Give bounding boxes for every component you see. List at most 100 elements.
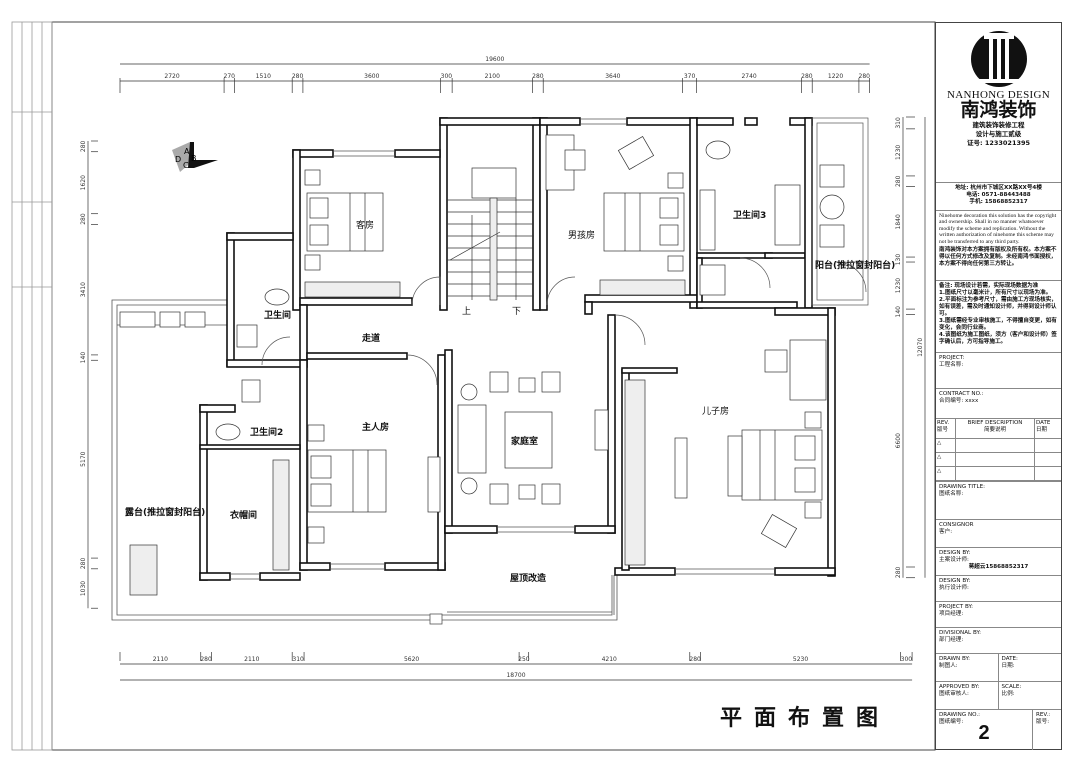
room-label-family: 家庭室 bbox=[511, 435, 538, 447]
address: 地址: 杭州市下城区XX路XX号4楼 bbox=[955, 185, 1042, 191]
dimension-label: 1840 bbox=[895, 214, 902, 229]
room-label-boy: 男孩房 bbox=[568, 229, 595, 241]
dimension-label: 280 bbox=[80, 558, 87, 570]
copyright-section: Ninehome decoration this solution has th… bbox=[936, 211, 1061, 281]
note-line: 1.图纸尺寸以毫米计，所有尺寸以现场为准。 bbox=[939, 290, 1052, 296]
rev-col-header-cn: 日期 bbox=[1036, 427, 1048, 433]
drawing-title-label-cn: 图纸名称: bbox=[939, 491, 964, 497]
dimension-label: 6600 bbox=[895, 433, 902, 448]
rev-col-header: DATE bbox=[1036, 420, 1051, 426]
nanhong-logo bbox=[970, 31, 1027, 87]
dimension-label: 2740 bbox=[741, 73, 756, 80]
room-label-corridor: 走道 bbox=[361, 332, 380, 344]
dimension-total-label: 12070 bbox=[917, 338, 924, 357]
design-by-label-cn: 主案设计师: bbox=[939, 557, 969, 563]
dimension-label: 3600 bbox=[364, 73, 379, 80]
dimension-label: 2110 bbox=[153, 656, 168, 663]
compass-icon: A B C D bbox=[172, 142, 218, 172]
dimension-total-label: 19600 bbox=[485, 56, 504, 63]
bed-son bbox=[624, 339, 827, 566]
drawing-no-label-cn: 图纸编号: bbox=[939, 719, 964, 725]
stair-up-label: 上 bbox=[462, 306, 471, 317]
dimension-total-label: 18700 bbox=[506, 672, 525, 679]
copyright-chinese: 南鸿装饰对本方案拥有版权及所有权。本方案不得以任何方式修改及复制。未经南鸿书面授… bbox=[939, 247, 1057, 268]
dimension-label: 250 bbox=[518, 656, 530, 663]
plan-title: 平面布置图 bbox=[720, 706, 891, 731]
date-label: DATE: bbox=[1001, 656, 1018, 662]
contact-section: 地址: 杭州市下城区XX路XX号4楼 电话: 0571-88443488 手机:… bbox=[936, 183, 1061, 211]
qualification-line: 建筑装饰装修工程 bbox=[972, 121, 1025, 129]
left-signoff-strip bbox=[11, 21, 53, 751]
room-label-closet: 衣帽间 bbox=[230, 509, 257, 521]
drawn-by-label-cn: 制图人: bbox=[939, 663, 958, 669]
room-label-roof: 屋顶改造 bbox=[510, 572, 547, 584]
cert-number: 证号: 1233021395 bbox=[966, 139, 1031, 147]
dimension-label: 280 bbox=[895, 175, 902, 187]
dimension-label: 1510 bbox=[256, 73, 271, 80]
rev-triangle-icon: △ bbox=[936, 453, 956, 467]
drawing-no-section: DRAWING NO.:图纸编号:2 REV.:版号: bbox=[936, 710, 1061, 750]
rev-triangle-icon: △ bbox=[936, 467, 956, 481]
balcony-furniture bbox=[819, 164, 845, 248]
divisional-label-cn: 部门经理: bbox=[939, 637, 964, 643]
bed-boy bbox=[545, 134, 686, 296]
rev-col-header-cn: 简要说明 bbox=[983, 427, 1006, 433]
note-line: 2.平面标注为参考尺寸，需由施工方现场核实，如有误差，需及时通知设计师，并得到设… bbox=[939, 297, 1057, 317]
dimension-label: 270 bbox=[224, 73, 236, 80]
windows bbox=[230, 117, 869, 580]
family-room-furniture bbox=[457, 371, 609, 505]
design-by2-label: DESIGN BY: bbox=[939, 578, 971, 584]
consignor-section: CONSIGNOR 客户: bbox=[936, 520, 1061, 548]
drawn-by-label: DRAWN BY: bbox=[939, 656, 971, 662]
dimension-label: 140 bbox=[895, 306, 902, 318]
walls bbox=[199, 117, 836, 581]
note-line: 3.图纸需经专业审核施工，不得擅自变更，如有变化，会同行业商。 bbox=[939, 318, 1057, 331]
dimension-label: 5620 bbox=[404, 656, 419, 663]
note-line: 4.该图纸为施工图纸，须方（客户和设计师）签字确认后，方可指导施工。 bbox=[939, 332, 1057, 345]
room-label-bath2: 卫生间2 bbox=[250, 426, 283, 438]
dimension-label: 310 bbox=[292, 656, 304, 663]
dimension-label: 1220 bbox=[828, 73, 843, 80]
consignor-label: CONSIGNOR bbox=[939, 522, 974, 528]
brand-chinese: 南鸿装饰 bbox=[960, 99, 1037, 121]
dimension-label: 280 bbox=[532, 73, 544, 80]
dimension-label: 3640 bbox=[605, 73, 620, 80]
dimension-label: 1230 bbox=[895, 278, 902, 293]
rev-label-cn: 版号: bbox=[1036, 719, 1050, 725]
dimension-label: 2100 bbox=[485, 73, 500, 80]
dimension-label: 1030 bbox=[80, 581, 87, 596]
dimension-label: 280 bbox=[689, 656, 701, 663]
logo-section: NANHONG DESIGN 南鸿装饰 建筑装饰装修工程 设计与施工贰级 证号:… bbox=[936, 23, 1061, 183]
dimension-label: 310 bbox=[895, 117, 902, 129]
divisional-label: DIVISIONAL BY: bbox=[939, 630, 982, 636]
drawn-by-section: DRAWN BY:制图人: DATE:日期: bbox=[936, 654, 1061, 682]
toilet-icon bbox=[215, 423, 241, 441]
title-block: NANHONG DESIGN 南鸿装饰 建筑装饰装修工程 设计与施工贰级 证号:… bbox=[935, 22, 1062, 750]
design-by2-label-cn: 执行设计师: bbox=[939, 585, 969, 591]
bathroom-fixtures bbox=[119, 140, 801, 596]
design-by2-section: DESIGN BY: 执行设计师: bbox=[936, 576, 1061, 602]
dimension-label: 5230 bbox=[793, 656, 808, 663]
contract-section: CONTRACT NO.: 合同编号: xxxx bbox=[936, 389, 1061, 419]
room-label-bath1: 卫生间 bbox=[264, 309, 291, 321]
compass-letter: B bbox=[191, 154, 197, 163]
dimension-label: 1620 bbox=[80, 175, 87, 190]
dimension-label: 280 bbox=[80, 140, 87, 152]
doors bbox=[261, 257, 867, 386]
dimension-label: 4210 bbox=[602, 656, 617, 663]
brand-english: NANHONG DESIGN bbox=[947, 89, 1050, 101]
design-by-label: DESIGN BY: bbox=[939, 550, 971, 556]
scale-label-cn: 比例: bbox=[1001, 691, 1015, 697]
consignor-label-cn: 客户: bbox=[939, 529, 953, 535]
project-label: PROJECT: bbox=[939, 355, 965, 361]
bed-guest bbox=[304, 169, 401, 298]
dimension-label: 300 bbox=[441, 73, 453, 80]
dimension-label: 2110 bbox=[244, 656, 259, 663]
dimension-label: 280 bbox=[801, 73, 813, 80]
room-label-son: 儿子房 bbox=[702, 405, 729, 417]
drawing-title-section: DRAWING TITLE: 图纸名称: bbox=[936, 482, 1061, 520]
dimension-label: 130 bbox=[895, 254, 902, 266]
